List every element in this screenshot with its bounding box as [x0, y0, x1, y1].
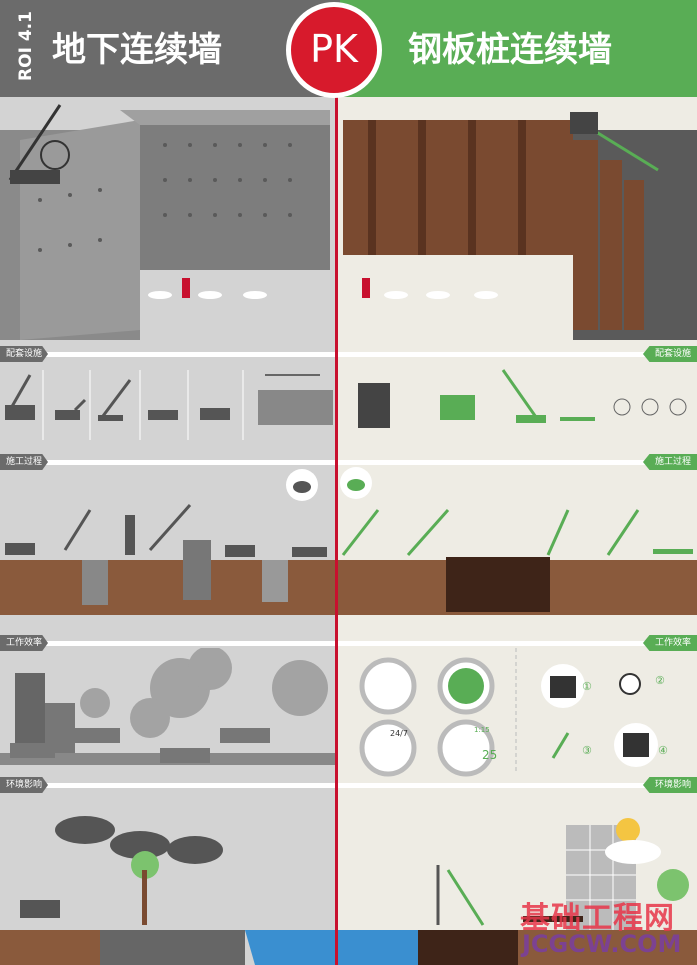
right-efficiency-illustration	[359, 648, 658, 777]
tag-environment-right: 环境影响	[642, 777, 697, 793]
marker-3: ③	[582, 744, 592, 757]
diaphragm-wall-illustration	[0, 104, 330, 340]
tag-efficiency-left: 工作效率	[0, 635, 49, 651]
tag-process-right: 施工过程	[642, 454, 697, 470]
marker-1: ①	[582, 680, 592, 693]
center-divider	[335, 97, 338, 965]
pk-badge: PK	[286, 2, 382, 98]
header-right-panel	[340, 0, 697, 97]
timer-label: 1:15	[474, 726, 490, 734]
roi-label: ROI 4.1	[16, 11, 36, 81]
left-process-illustration	[0, 469, 336, 615]
clock-label: 24/7	[390, 729, 408, 738]
left-equipment-icons	[5, 370, 333, 440]
tag-facilities-right: 配套设施	[642, 346, 697, 362]
right-equipment-icons	[358, 369, 687, 428]
days-badge: 25	[482, 748, 498, 762]
section-line-facilities	[0, 352, 697, 357]
section-line-efficiency	[0, 641, 697, 646]
marker-4: ④	[658, 744, 668, 757]
sheet-pile-illustration	[343, 112, 697, 340]
tag-process-left: 施工过程	[0, 454, 49, 470]
left-environment-illustration	[0, 816, 336, 965]
right-process-illustration	[338, 467, 697, 615]
watermark-en: JCGCW.COM	[522, 930, 682, 958]
watermark-cn: 基础工程网	[520, 901, 675, 936]
section-line-process	[0, 460, 697, 465]
header-left-panel	[0, 0, 340, 97]
marker-2: ②	[655, 674, 665, 687]
tag-environment-left: 环境影响	[0, 777, 49, 793]
left-efficiency-illustration	[0, 648, 336, 765]
tag-efficiency-right: 工作效率	[642, 635, 697, 651]
right-title: 钢板桩连续墙	[408, 30, 612, 70]
tag-facilities-left: 配套设施	[0, 346, 49, 362]
left-title: 地下连续墙	[52, 30, 222, 70]
right-environment-illustration	[338, 818, 697, 965]
section-line-environment	[0, 783, 697, 788]
